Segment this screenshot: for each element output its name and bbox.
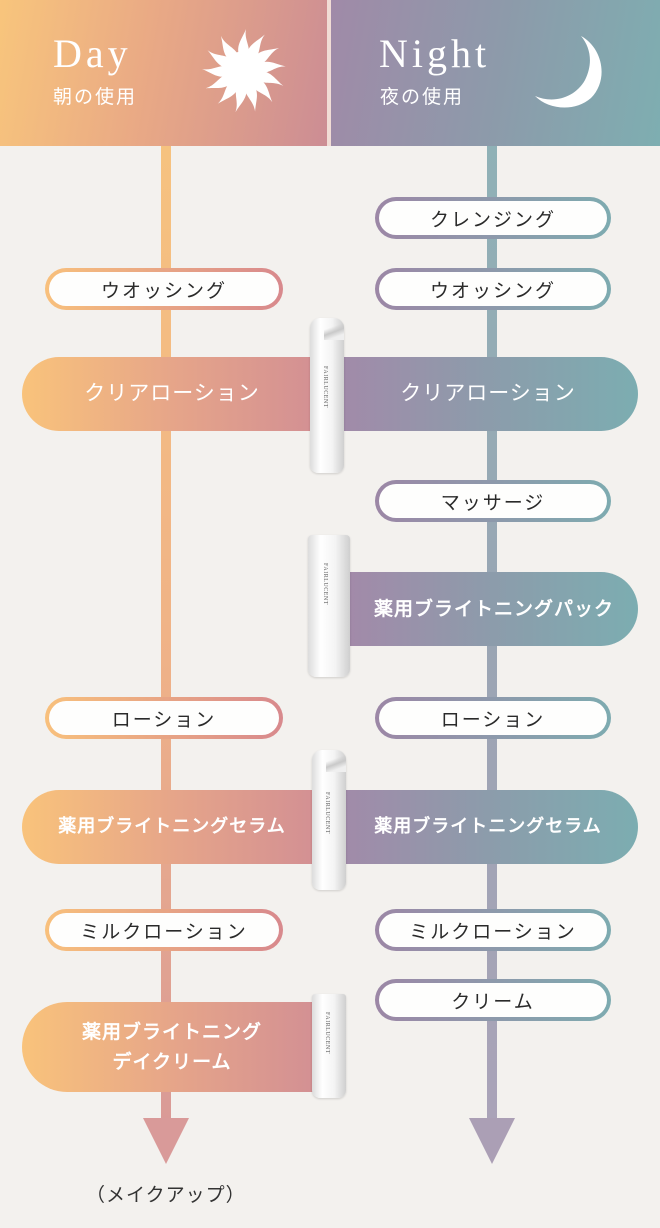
night-title: Night: [379, 31, 491, 76]
crescent-moon-icon: [535, 36, 602, 108]
night-step-brightening-serum: 薬用ブライトニングセラム: [338, 790, 638, 864]
day-header: Day 朝の使用: [0, 0, 327, 146]
makeup-note: （メイクアップ）: [86, 1184, 246, 1206]
product-brand: FAIRLUCENT: [324, 1012, 330, 1054]
night-step-cleansing: クレンジング: [375, 197, 611, 239]
night-header: Night 夜の使用: [331, 0, 660, 146]
clear-lotion-product-image: FAIRLUCENT: [310, 318, 344, 473]
step-label: ローション: [49, 701, 279, 735]
step-label: クリアローション: [84, 381, 260, 406]
night-step-milk-lotion: ミルクローション: [375, 909, 611, 951]
day-cream-product-image: FAIRLUCENT: [312, 994, 346, 1098]
night-arrow-icon: [469, 1118, 515, 1164]
step-label: クリアローション: [400, 381, 576, 406]
night-step-lotion: ローション: [375, 697, 611, 739]
sun-icon: [202, 29, 287, 114]
day-step-brightening-day-cream: 薬用ブライトニング デイクリーム: [22, 1002, 322, 1092]
day-step-brightening-serum: 薬用ブライトニングセラム: [22, 790, 322, 864]
step-label-line1: 薬用ブライトニング: [81, 1020, 262, 1043]
day-title: Day: [53, 31, 132, 76]
step-label: ウオッシング: [379, 272, 607, 306]
step-label: ミルクローション: [49, 913, 279, 947]
night-step-brightening-pack: 薬用ブライトニングパック: [350, 572, 638, 646]
product-brand: FAIRLUCENT: [324, 792, 330, 834]
day-arrow-icon: [143, 1118, 189, 1164]
step-label: クレンジング: [379, 201, 607, 235]
night-subtitle: 夜の使用: [380, 86, 465, 108]
day-step-milk-lotion: ミルクローション: [45, 909, 283, 951]
step-label: 薬用ブライトニングセラム: [374, 815, 602, 837]
step-label: マッサージ: [379, 484, 607, 518]
night-step-massage: マッサージ: [375, 480, 611, 522]
brightening-pack-product-image: FAIRLUCENT: [308, 535, 350, 677]
step-label: 薬用ブライトニングパック: [373, 597, 614, 620]
step-label: ミルクローション: [379, 913, 607, 947]
brightening-serum-product-image: FAIRLUCENT: [312, 750, 346, 890]
step-label: 薬用ブライトニングセラム: [58, 815, 286, 837]
bottle-cap: [323, 318, 344, 340]
product-brand: FAIRLUCENT: [322, 563, 328, 605]
step-label: クリーム: [379, 983, 607, 1017]
day-step-clear-lotion: クリアローション: [22, 357, 322, 431]
header-divider: [327, 0, 331, 146]
day-subtitle: 朝の使用: [53, 86, 138, 108]
day-step-lotion: ローション: [45, 697, 283, 739]
night-step-washing: ウオッシング: [375, 268, 611, 310]
day-timeline: [161, 146, 171, 1126]
day-step-washing: ウオッシング: [45, 268, 283, 310]
night-step-cream: クリーム: [375, 979, 611, 1021]
bottle-cap: [325, 750, 346, 772]
step-label-line2: デイクリーム: [112, 1051, 232, 1073]
step-label: ウオッシング: [49, 272, 279, 306]
step-label: ローション: [379, 701, 607, 735]
night-step-clear-lotion: クリアローション: [338, 357, 638, 431]
product-brand: FAIRLUCENT: [322, 366, 328, 408]
